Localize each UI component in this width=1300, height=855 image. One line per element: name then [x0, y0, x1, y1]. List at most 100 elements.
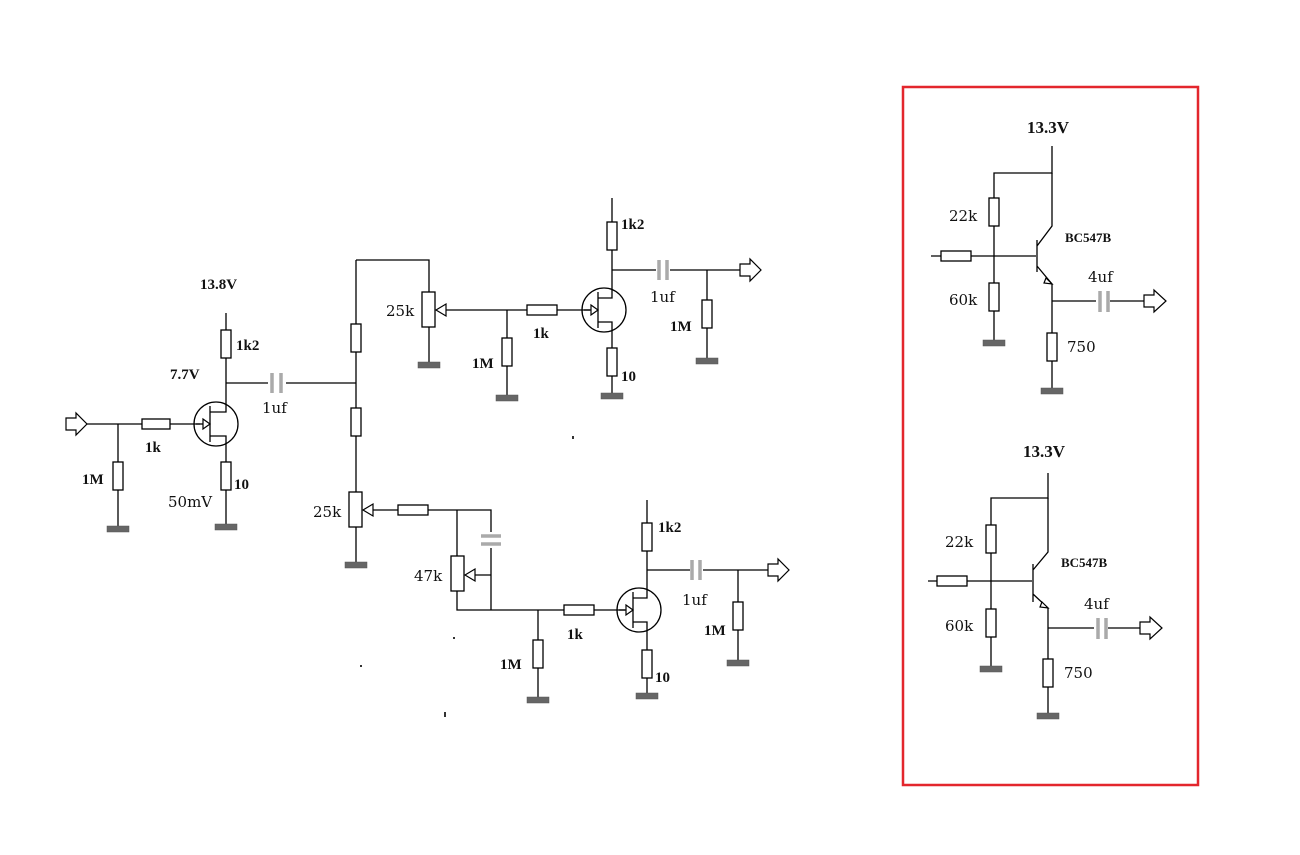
label-vcc-input: 13.8V [200, 277, 237, 293]
output-arrow-icon [1139, 615, 1163, 641]
resistor-1k2-lower [641, 522, 653, 552]
jfet-lower [616, 587, 662, 633]
resistor-60k-1 [988, 282, 1000, 312]
label-upper-source-res: 10 [621, 369, 636, 385]
resistor-22k-1 [988, 197, 1000, 227]
resistor-1k-upper [526, 304, 558, 316]
resistor-10-lower [641, 649, 653, 679]
capacitor-4uf-1 [1098, 291, 1110, 312]
resistor-1k-lower [563, 604, 595, 616]
resistor-10-input [220, 461, 232, 491]
label-coupling-cap-input: 1uf [262, 399, 288, 417]
inset-2-transistor: BC547B [1061, 555, 1108, 570]
capacitor-1uf-input [270, 373, 283, 393]
resistor-60k-2 [985, 608, 997, 638]
potentiometer-47k [450, 555, 465, 592]
resistor-1m-lower [532, 639, 544, 669]
label-gate-res-input: 1k [145, 440, 162, 456]
resistor-1m-input [112, 461, 124, 491]
resistor-1k2-input [220, 329, 232, 359]
inset-circuit-1 [931, 146, 1167, 395]
upper-stage [434, 198, 762, 402]
ground-symbol [979, 665, 1003, 673]
inset-1-r-bottom: 60k [949, 291, 978, 309]
label-lower-gate-pulldown: 1M [500, 657, 522, 673]
input-arrow-icon [65, 411, 88, 437]
label-upper-output-res: 1M [670, 319, 692, 335]
inset-1-r-emitter: 750 [1067, 338, 1096, 356]
jfet-input [193, 401, 239, 447]
ground-symbol [600, 392, 624, 400]
inset-circuit-2 [928, 473, 1163, 720]
label-pot-lower: 25k [313, 503, 342, 521]
ground-symbol [106, 525, 130, 533]
input-stage [65, 313, 356, 533]
resistor-750-2 [1042, 658, 1054, 688]
bjt-bc547b-1 [1036, 173, 1053, 333]
label-source-voltage: 50mV [168, 493, 213, 511]
capacitor-4uf-2 [1096, 618, 1108, 639]
ground-symbol [417, 361, 441, 369]
output-arrow-icon [1143, 288, 1167, 314]
resistor-22k-2 [985, 524, 997, 554]
bjt-bc547b-2 [1032, 498, 1049, 660]
inset-2-vcc: 13.3V [1023, 442, 1066, 461]
label-lower-gate-res: 1k [567, 627, 584, 643]
label-drain-voltage: 7.7V [170, 367, 200, 383]
resistor-base-2 [936, 575, 968, 587]
ground-symbol [344, 561, 368, 569]
ground-symbol [982, 339, 1006, 347]
label-upper-coupling-cap: 1uf [650, 288, 676, 306]
capacitor-47k-bypass [481, 534, 501, 546]
ground-symbol [495, 394, 519, 402]
capacitor-1uf-lower [690, 560, 702, 580]
resistor-1k2-upper [606, 221, 618, 251]
resistor-1m-upper-output [701, 299, 713, 329]
resistor-1m-upper [501, 337, 513, 367]
inset-2-r-bottom: 60k [945, 617, 974, 635]
output-arrow-icon [767, 557, 790, 583]
label-lower-output-res: 1M [704, 623, 726, 639]
ground-symbol [526, 696, 550, 704]
lower-stage [361, 500, 790, 704]
resistor-750-1 [1046, 332, 1058, 362]
resistor-1k-input [141, 418, 171, 430]
ground-symbol [695, 357, 719, 365]
capacitor-1uf-upper [657, 260, 669, 280]
inset-1-vcc: 13.3V [1027, 118, 1070, 137]
resistor-10-upper [606, 347, 618, 377]
label-lower-source-res: 10 [655, 670, 670, 686]
label-gate-pulldown-input: 1M [82, 472, 104, 488]
resistor-lower-series [397, 504, 429, 516]
label-lower-drain-res: 1k2 [658, 520, 681, 536]
label-upper-gate-res: 1k [533, 326, 550, 342]
label-source-res-input: 10 [234, 477, 249, 493]
ground-symbol [1040, 387, 1064, 395]
resistor-base-1 [940, 250, 972, 262]
resistor-1m-lower-output [732, 601, 744, 631]
inset-1-cap: 4uf [1088, 268, 1114, 286]
splitter-network [344, 259, 441, 569]
inset-1-r-top: 22k [949, 207, 978, 225]
label-upper-gate-pulldown: 1M [472, 356, 494, 372]
ground-symbol [635, 692, 659, 700]
label-lower-coupling-cap: 1uf [682, 591, 708, 609]
inset-border [901, 85, 1200, 787]
ground-symbol [214, 523, 238, 531]
inset-2-r-top: 22k [945, 533, 974, 551]
inset-1-transistor: BC547B [1065, 230, 1112, 245]
resistor-lower-divider [350, 407, 362, 437]
label-pot-upper: 25k [386, 302, 415, 320]
resistor-upper-divider [350, 323, 362, 353]
jfet-upper [581, 287, 627, 333]
label-upper-drain-res: 1k2 [621, 217, 644, 233]
label-drain-res-input: 1k2 [236, 338, 259, 354]
output-arrow-icon [739, 257, 762, 283]
ground-symbol [726, 659, 750, 667]
potentiometer-25k-upper [421, 291, 436, 328]
ground-symbol [1036, 712, 1060, 720]
inset-2-r-emitter: 750 [1064, 664, 1093, 682]
inset-2-cap: 4uf [1084, 595, 1110, 613]
potentiometer-25k-lower [348, 491, 363, 528]
